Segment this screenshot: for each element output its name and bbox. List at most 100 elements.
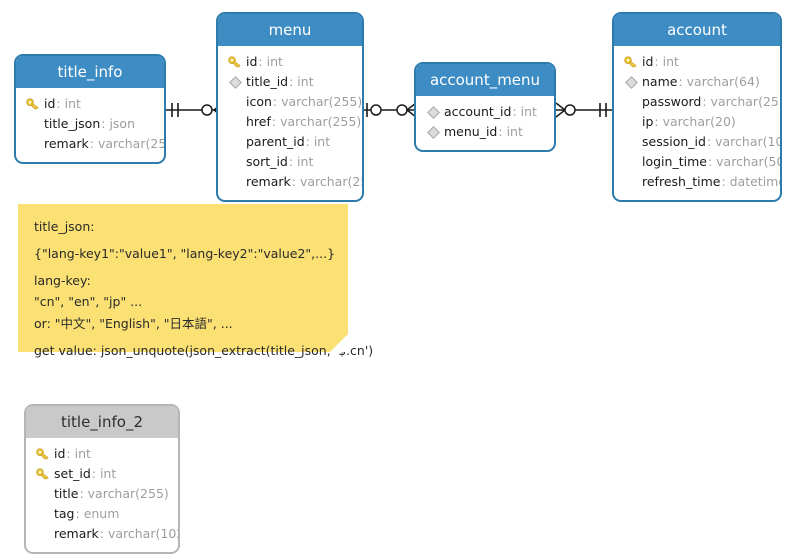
field-row[interactable]: title_json : json	[16, 114, 164, 134]
field-name: account_id	[444, 104, 512, 119]
field-name: set_id	[54, 466, 91, 481]
entity-title_info_2[interactable]: title_info_2 id : int	[24, 404, 180, 554]
field-name: remark	[246, 174, 291, 189]
key-icon	[34, 445, 52, 463]
title-json-note[interactable]: title_json: {"lang-key1":"value1", "lang…	[18, 204, 373, 358]
no-icon	[622, 153, 640, 171]
field-type: : varchar(1024)	[99, 526, 178, 541]
entity-account_menu[interactable]: account_menu account_id : int menu_id : …	[414, 62, 556, 152]
field-name: login_time	[642, 154, 707, 169]
field-type: : int	[288, 154, 314, 169]
note-fold-corner-icon	[330, 334, 348, 352]
no-icon	[622, 93, 640, 111]
field-name: tag	[54, 506, 75, 521]
field-name: session_id	[642, 134, 706, 149]
field-name: password	[642, 94, 702, 109]
field-name: refresh_time	[642, 174, 721, 189]
no-icon	[622, 173, 640, 191]
no-icon	[34, 485, 52, 503]
entity-fields-menu: id : int title_id : int icon : varchar(2…	[218, 46, 362, 200]
field-row[interactable]: session_id : varchar(100)	[614, 132, 780, 152]
field-row[interactable]: set_id : int	[26, 464, 178, 484]
note-line: get value: json_unquote(json_extract(tit…	[34, 342, 374, 358]
field-name: id	[246, 54, 258, 69]
entity-title-title_info_2: title_info_2	[26, 406, 178, 438]
key-icon	[226, 53, 244, 71]
field-name: remark	[54, 526, 99, 541]
field-row[interactable]: parent_id : int	[218, 132, 362, 152]
field-name: ip	[642, 114, 654, 129]
field-type: : varchar(255)	[291, 174, 362, 189]
field-type: : int	[498, 124, 523, 139]
field-row[interactable]: remark : varchar(255)	[16, 134, 164, 154]
field-type: : varchar(20)	[654, 114, 736, 129]
field-row[interactable]: tag : enum	[26, 504, 178, 524]
entity-account[interactable]: account id : int name : varchar(64)	[612, 12, 782, 202]
field-type: : int	[66, 446, 91, 461]
no-icon	[226, 133, 244, 151]
field-type: : varchar(255)	[89, 136, 166, 151]
key-icon	[622, 53, 640, 71]
no-icon	[24, 115, 42, 133]
entity-fields-account: id : int name : varchar(64) password : v…	[614, 46, 780, 200]
entity-title-account_menu: account_menu	[416, 64, 554, 96]
field-type: : enum	[75, 506, 120, 521]
diamond-icon	[424, 123, 442, 141]
field-type: : varchar(50)	[707, 154, 780, 169]
field-type: : varchar(255)	[272, 94, 363, 109]
entity-title-menu: menu	[218, 14, 362, 46]
diamond-icon	[226, 73, 244, 91]
entity-title-account: account	[614, 14, 780, 46]
field-row[interactable]: id : int	[16, 94, 164, 114]
field-type: : int	[258, 54, 283, 69]
field-type: : int	[512, 104, 537, 119]
field-row[interactable]: id : int	[26, 444, 178, 464]
relationship-title_info-menu[interactable]	[163, 98, 223, 122]
field-row[interactable]: password : varchar(255)	[614, 92, 780, 112]
field-row[interactable]: title_id : int	[218, 72, 362, 92]
note-line: "cn", "en", "jp" ...	[34, 294, 143, 310]
field-name: remark	[44, 136, 89, 151]
field-row[interactable]: remark : varchar(1024)	[26, 524, 178, 544]
field-row[interactable]: login_time : varchar(50)	[614, 152, 780, 172]
field-name: id	[54, 446, 66, 461]
field-type: : varchar(100)	[706, 134, 780, 149]
field-type: : json	[101, 116, 135, 131]
field-name: title	[54, 486, 79, 501]
field-type: : varchar(255)	[271, 114, 362, 129]
note-line: or: "中文", "English", "日本語", ...	[34, 315, 233, 331]
field-row[interactable]: sort_id : int	[218, 152, 362, 172]
no-icon	[34, 525, 52, 543]
diamond-icon	[424, 103, 442, 121]
field-row[interactable]: href : varchar(255)	[218, 112, 362, 132]
field-row[interactable]: id : int	[218, 52, 362, 72]
field-name: icon	[246, 94, 272, 109]
field-row[interactable]: ip : varchar(20)	[614, 112, 780, 132]
field-name: id	[44, 96, 56, 111]
field-row[interactable]: account_id : int	[416, 102, 554, 122]
field-name: parent_id	[246, 134, 305, 149]
no-icon	[226, 173, 244, 191]
field-row[interactable]: title : varchar(255)	[26, 484, 178, 504]
entity-title_info[interactable]: title_info id : int title_json : json	[14, 54, 166, 164]
field-type: : varchar(64)	[678, 74, 760, 89]
field-row[interactable]: name : varchar(64)	[614, 72, 780, 92]
relationship-menu-account_menu[interactable]	[362, 98, 416, 122]
no-icon	[622, 133, 640, 151]
field-row[interactable]: refresh_time : datetime	[614, 172, 780, 192]
field-row[interactable]: menu_id : int	[416, 122, 554, 142]
note-line: lang-key:	[34, 273, 91, 289]
field-type: : datetime	[721, 174, 782, 189]
field-row[interactable]: icon : varchar(255)	[218, 92, 362, 112]
relationship-account_menu-account[interactable]	[556, 98, 614, 122]
note-line: title_json:	[34, 219, 95, 234]
field-name: href	[246, 114, 271, 129]
field-type: : int	[56, 96, 81, 111]
no-icon	[226, 93, 244, 111]
entity-menu[interactable]: menu id : int title_id : int	[216, 12, 364, 202]
field-type: : int	[654, 54, 679, 69]
field-row[interactable]: remark : varchar(255)	[218, 172, 362, 192]
field-row[interactable]: id : int	[614, 52, 780, 72]
no-icon	[622, 113, 640, 131]
